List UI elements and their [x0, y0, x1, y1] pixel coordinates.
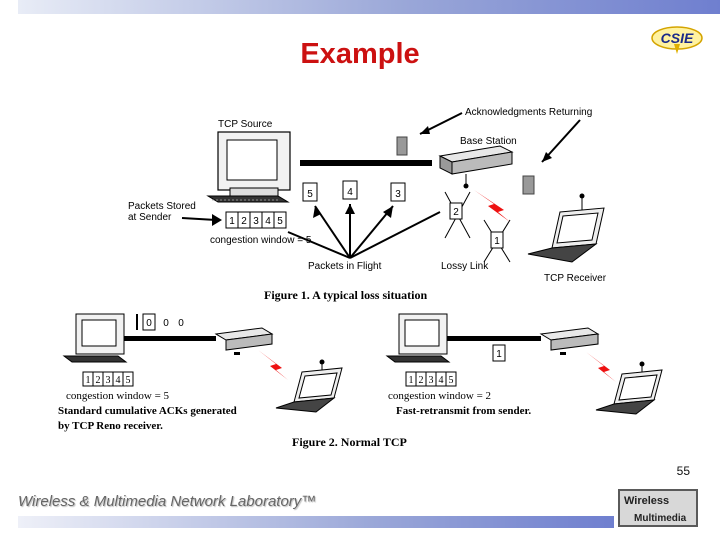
tcp-receiver-label: TCP Receiver [544, 273, 607, 284]
right-sender-window: 1 2 3 4 5 [405, 371, 457, 387]
svg-text:3: 3 [429, 375, 434, 386]
svg-text:2: 2 [453, 207, 459, 218]
right-base-station [539, 327, 600, 355]
figure2-caption: Figure 2. Normal TCP [292, 435, 407, 449]
svg-text:5: 5 [277, 216, 283, 227]
left-computer [62, 313, 128, 363]
svg-text:1: 1 [496, 349, 502, 360]
right-laptop [595, 361, 663, 415]
svg-text:5: 5 [307, 189, 313, 200]
packets-stored-label-2: at Sender [128, 212, 172, 223]
svg-text:Multimedia: Multimedia [634, 513, 687, 524]
right-wired-link [447, 336, 541, 341]
svg-text:Wireless: Wireless [624, 495, 669, 507]
left-sender-window: 1 2 3 4 5 [82, 371, 134, 387]
base-station-label: Base Station [460, 136, 517, 147]
left-congestion-window: congestion window = 5 [66, 390, 170, 402]
left-note-line1: Standard cumulative ACKs generated [58, 405, 237, 417]
congestion-window-label: congestion window = 5 [210, 235, 312, 246]
left-ack-row: 0 0 0 [136, 313, 184, 331]
wireless-signal-icon [474, 190, 510, 222]
svg-text:1: 1 [494, 236, 500, 247]
left-wired-link [124, 336, 216, 341]
left-laptop [275, 359, 343, 413]
left-base-station [214, 327, 274, 355]
tcp-source-label: TCP Source [218, 119, 273, 130]
svg-text:5: 5 [126, 375, 131, 386]
wireless-signal-icon [586, 352, 616, 382]
right-congestion-window: congestion window = 2 [388, 390, 491, 402]
svg-text:CSIE: CSIE [661, 30, 694, 46]
right-packet [492, 344, 506, 362]
figure1-caption: Figure 1. A typical loss situation [264, 288, 427, 302]
svg-text:2: 2 [419, 375, 424, 386]
lossy-link-label: Lossy Link [441, 261, 489, 272]
ack-packet [522, 175, 535, 195]
bottom-decor-bar [18, 516, 614, 528]
tcp-source-computer [206, 131, 291, 203]
packets-stored-label-1: Packets Stored [128, 201, 196, 212]
svg-text:1: 1 [229, 216, 235, 227]
right-note: Fast-retransmit from sender. [396, 405, 531, 417]
svg-text:4: 4 [347, 187, 353, 198]
svg-text:0: 0 [163, 318, 169, 329]
wireless-multimedia-logo: Wireless Multimedia [618, 489, 698, 527]
base-station-device [438, 145, 514, 189]
svg-text:3: 3 [106, 375, 111, 386]
packets-in-flight-label: Packets in Flight [308, 261, 382, 272]
svg-text:0: 0 [146, 318, 152, 329]
sender-window: 1 2 3 4 5 [225, 211, 287, 229]
wireless-signal-icon [258, 350, 288, 380]
ack-packet [396, 136, 408, 156]
page-number: 55 [676, 464, 690, 478]
footer-lab-name: Wireless & Multimedia Network Laboratory… [18, 493, 317, 510]
tcp-receiver-laptop [527, 193, 605, 263]
csie-logo: CSIE [651, 26, 703, 54]
lost-packets: 2 1 [444, 191, 511, 263]
slide-title: Example [300, 38, 420, 70]
svg-text:3: 3 [395, 189, 401, 200]
tcp-diagram: TCP Source Base Station Acknowledgments … [58, 107, 663, 449]
flight-packets: 5 4 3 [302, 180, 406, 202]
ack-returning-label: Acknowledgments Returning [465, 107, 592, 118]
wired-link [300, 160, 432, 166]
svg-text:4: 4 [116, 375, 121, 386]
right-computer [385, 313, 451, 363]
svg-text:5: 5 [449, 375, 454, 386]
svg-text:4: 4 [265, 216, 271, 227]
top-decor-bar [18, 0, 720, 14]
svg-text:2: 2 [96, 375, 101, 386]
svg-text:1: 1 [409, 375, 414, 386]
svg-text:3: 3 [253, 216, 259, 227]
svg-text:4: 4 [439, 375, 444, 386]
svg-text:1: 1 [86, 375, 91, 386]
svg-text:2: 2 [241, 216, 247, 227]
left-note-line2: by TCP Reno receiver. [58, 420, 163, 432]
svg-text:0: 0 [178, 318, 184, 329]
